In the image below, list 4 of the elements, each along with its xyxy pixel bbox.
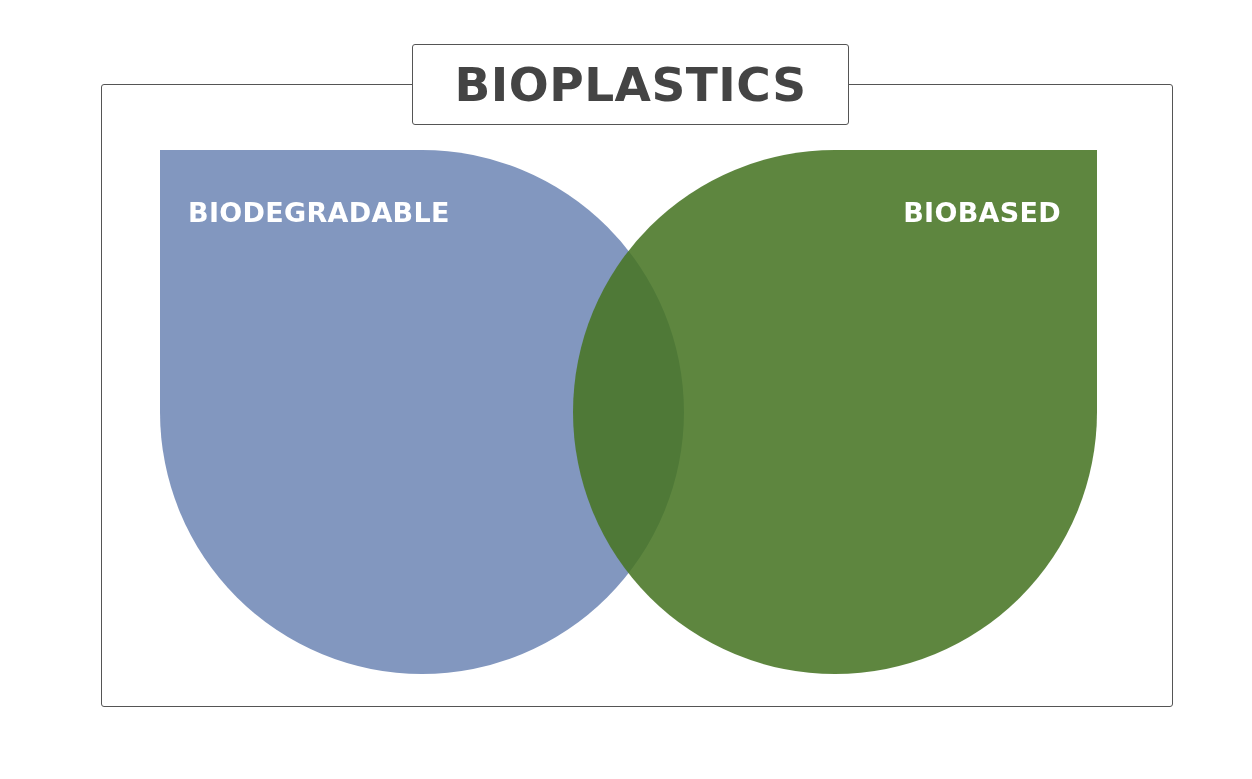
title-label: BIOPLASTICS xyxy=(412,44,849,125)
set-label: BIODEGRADABLE xyxy=(188,196,450,230)
set-label: BIOBASED xyxy=(903,196,1061,230)
venn-set-shape xyxy=(573,150,1097,674)
